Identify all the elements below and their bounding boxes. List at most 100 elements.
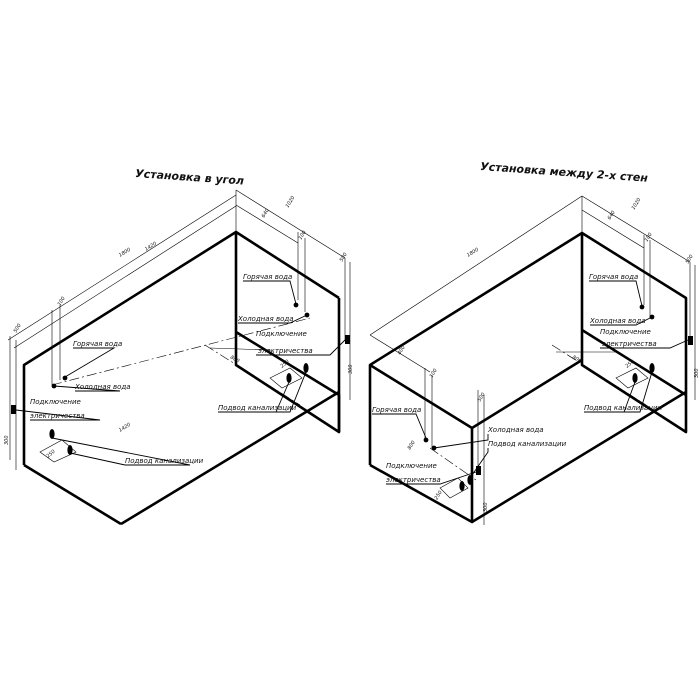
corner-dim-250a: 250 [279,359,290,370]
corner-label-cold-top: Холодная вода [237,315,294,323]
corner-floor-long [120,390,340,526]
between-walls-label-hot-front: Горячая вода [372,406,421,414]
corner-label-hot-top: Горячая вода [243,273,292,281]
between-walls-dim-1020: 1020 [631,197,643,211]
corner-power-socket-right [345,335,350,344]
between-walls-drain-pipe-right [649,363,655,373]
between-walls-power-socket-right [688,336,693,345]
between-walls-dim-300b: 300 [483,502,489,512]
between-walls-dim-line-1020 [581,195,691,263]
corner-dim-100b: 100 [57,296,67,307]
between-walls-dim-line-400 [369,334,431,373]
corner-dim-100a: 100 [298,230,308,241]
between-walls-hot-outlet-top [639,304,645,310]
between-walls-dim-400: 400 [397,345,407,356]
corner-dim-line-1420 [13,205,237,349]
between-walls-dim-100a: 100 [644,232,654,243]
between-walls-drain-pipe-front-2 [467,475,473,485]
corner-leader-power-top [256,339,346,356]
corner-label-power-top-2: электричества [258,347,313,355]
corner-floor-front [23,463,122,526]
between-walls-drain-pipe-front [459,481,465,491]
between-walls-leader-cold-top [590,316,653,326]
between-walls-dim-800b: 800 [407,440,417,451]
between-walls-dim-300a: 300 [694,368,700,378]
corner-hot-outlet-top [293,302,299,308]
corner-leader-drain-front [51,437,191,466]
corner-label-cold-front: Холодная вода [74,383,131,391]
between-walls-label-power-top-1: Подключение [600,328,651,336]
corner-leader-hot-front [64,347,116,378]
between-walls-dim-1800: 1800 [466,247,480,259]
between-walls-dim-line-1800 [369,195,583,336]
corner-dim-500a: 500 [339,252,349,263]
between-walls-dim-line-640 [581,209,645,249]
corner-label-power-top-1: Подключение [256,330,307,338]
between-walls-dim-100b: 100 [429,368,439,379]
between-walls-leader-drain-right [584,371,653,413]
between-walls-label-cold-front: Холодная вода [487,426,544,434]
corner-drain-pipe-front-2 [67,445,73,455]
between-walls-label-cold-top: Холодная вода [589,317,646,325]
corner-dim-line-1020 [235,189,346,259]
between-walls-title: Установка между 2-х стен [480,160,649,185]
between-walls-leader-cold-front [433,434,489,449]
between-walls-drain-pad-right [615,367,649,389]
corner-dim-line-1800 [7,194,237,341]
corner-dim-300b: 300 [4,435,10,445]
corner-leader-cold-front [53,385,121,392]
between-walls-label-drain-right: Подвод канализации [584,404,663,412]
corner-installation: Установка в угол 1800 1420 640 1020 100 … [4,167,354,526]
corner-dim-1800: 1800 [118,247,132,259]
corner-dim-1020: 1020 [285,195,297,209]
corner-dim-line-640 [235,204,299,244]
corner-drain-pipe-right-2 [286,373,292,383]
corner-dim-250b: 250 [45,449,56,460]
corner-label-drain-front: Подвод канализации [125,457,204,465]
between-walls-dim-250a: 250 [624,359,635,370]
between-walls-front-wall [369,363,474,524]
between-walls-installation: Установка между 2-х стен 1800 640 1020 1… [368,160,700,525]
corner-leader-hot-top [243,280,297,305]
corner-dim-640: 640 [261,208,271,219]
between-walls-leader-power-top [600,339,689,349]
between-walls-axis-1 [551,344,647,406]
corner-drain-pad-front [39,439,77,463]
between-walls-leader-drain-right-2 [623,381,636,413]
corner-dim-1420b: 1420 [118,422,132,434]
corner-leader-cold-top [238,314,308,324]
corner-drain-pad-right [269,367,303,389]
between-walls-dim-500b: 500 [477,392,487,403]
between-walls-axis-2 [429,447,477,481]
between-walls-drain-pad-front [439,477,469,499]
corner-dim-800: 800 [229,355,240,365]
between-walls-leader-hot-front [372,413,427,439]
corner-drain-pipe-front [49,429,55,439]
corner-label-hot-front: Горячая вода [73,340,122,348]
between-walls-floor-back [581,328,687,397]
corner-leader-drain-right-2 [275,381,290,413]
between-walls-leader-power-front [386,471,477,485]
corner-power-socket-left [11,405,16,414]
corner-leader-drain-front-2 [69,452,126,466]
between-walls-label-hot-top: Горячая вода [589,273,638,281]
between-walls-hot-outlet-front [423,437,429,443]
corner-axis-2 [51,317,311,386]
corner-back-wall-top [235,230,340,300]
between-walls-dim-800: 800 [571,355,582,365]
corner-dim-300a: 300 [348,364,354,374]
between-walls-dim-500a: 500 [685,254,695,265]
corner-dim-line-800 [209,347,271,351]
between-walls-front-top [471,358,583,430]
between-walls-power-socket-front [476,466,481,475]
between-walls-leader-hot-top [589,280,643,307]
corner-dim-1420: 1420 [144,241,158,253]
between-walls-drain-pipe-right-2 [632,373,638,383]
corner-label-drain-right: Подвод канализации [218,404,297,412]
corner-drain-pipe-right [303,363,309,373]
corner-label-power-front-1: Подключение [30,398,81,406]
corner-installation-title: Установка в угол [135,167,245,188]
corner-dim-500b: 500 [13,323,23,334]
between-walls-leader-drain-front [469,448,489,479]
